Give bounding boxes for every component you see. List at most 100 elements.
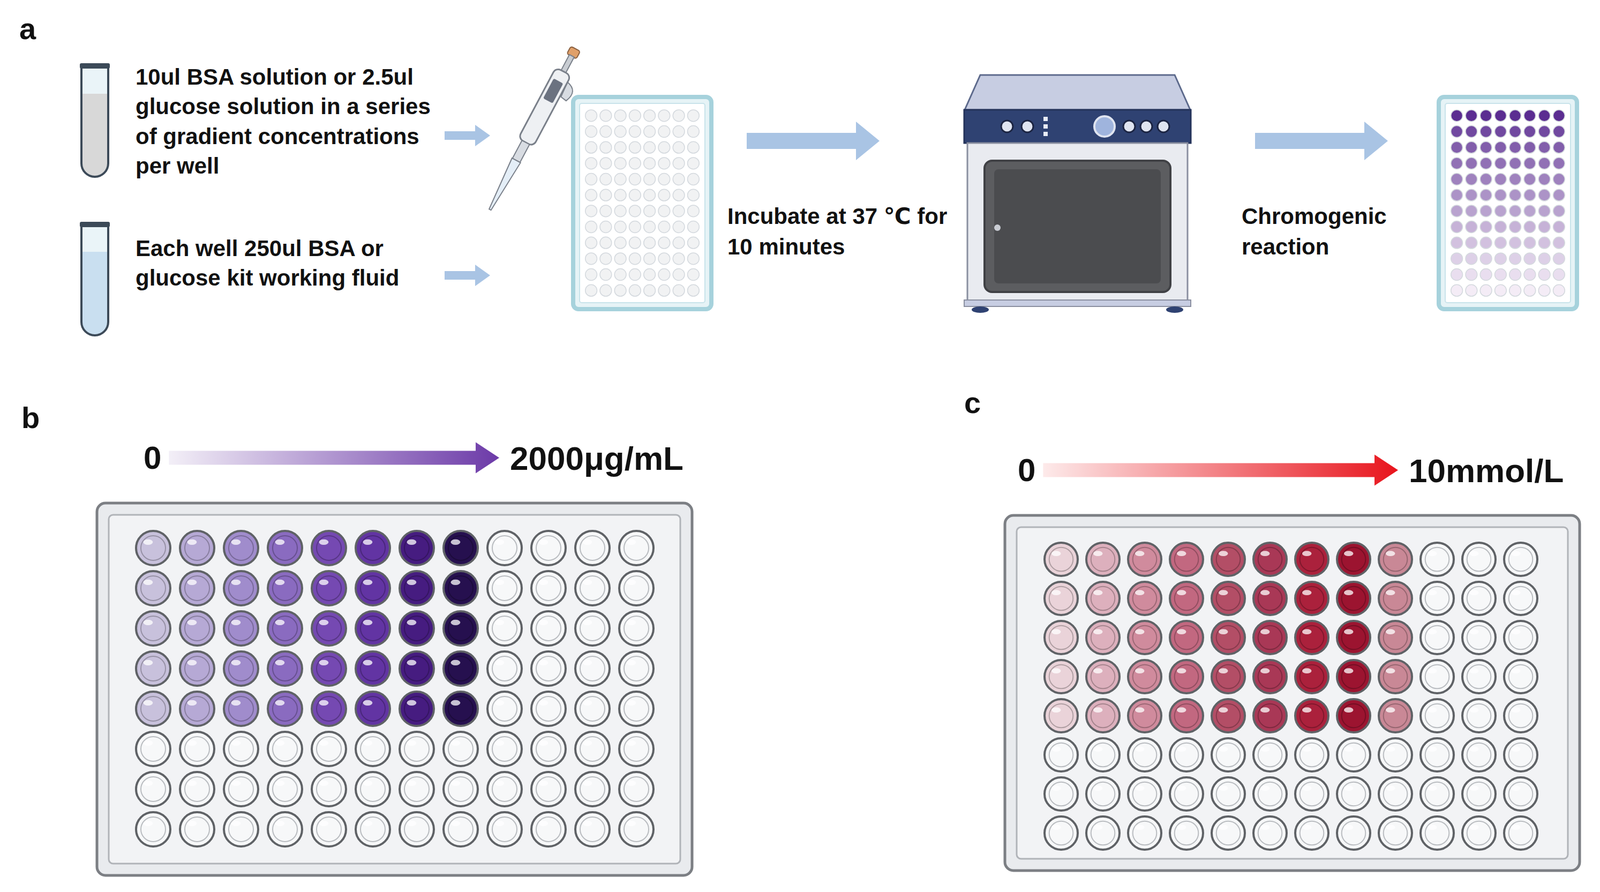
well-glint bbox=[450, 780, 461, 786]
well-glint bbox=[143, 619, 153, 626]
well bbox=[1552, 268, 1565, 281]
well bbox=[311, 530, 347, 566]
well bbox=[1494, 268, 1507, 281]
well bbox=[1451, 205, 1463, 217]
well bbox=[223, 651, 259, 686]
well-glint bbox=[274, 659, 285, 666]
well bbox=[628, 125, 641, 138]
well-glint bbox=[1343, 824, 1354, 830]
plate-top bbox=[1445, 103, 1571, 303]
well bbox=[1128, 738, 1162, 772]
well-glint bbox=[1218, 707, 1228, 713]
well-bottom bbox=[536, 535, 561, 561]
reagent-tube bbox=[79, 221, 110, 336]
well bbox=[672, 173, 685, 186]
well-bottom bbox=[1091, 664, 1116, 689]
plate-top bbox=[1016, 527, 1568, 859]
well bbox=[585, 141, 598, 154]
well-glint bbox=[143, 740, 153, 746]
well-bottom bbox=[1132, 821, 1158, 846]
well bbox=[1494, 157, 1507, 170]
well bbox=[585, 221, 598, 234]
well-bottom bbox=[580, 736, 605, 762]
well-glint bbox=[274, 740, 285, 746]
well-glint bbox=[362, 619, 373, 626]
well-bottom bbox=[492, 575, 517, 601]
well-glint bbox=[1343, 707, 1354, 713]
well bbox=[614, 189, 627, 201]
well-glint bbox=[1343, 667, 1354, 674]
well bbox=[1451, 221, 1463, 234]
well bbox=[399, 571, 434, 606]
well bbox=[355, 651, 390, 686]
well bbox=[1169, 777, 1204, 811]
well bbox=[1509, 109, 1522, 122]
well bbox=[1538, 268, 1551, 281]
well-bottom bbox=[228, 656, 254, 681]
well-bottom bbox=[624, 616, 649, 641]
well bbox=[487, 651, 522, 686]
well bbox=[136, 571, 171, 606]
well bbox=[658, 157, 671, 170]
well-bottom bbox=[272, 616, 298, 641]
well bbox=[1523, 173, 1536, 186]
well bbox=[1465, 236, 1478, 249]
well-glint bbox=[1302, 746, 1312, 752]
colored-plate bbox=[1438, 96, 1577, 310]
well bbox=[1523, 252, 1536, 265]
well-glint bbox=[494, 700, 505, 706]
well-bottom bbox=[1467, 782, 1492, 807]
well-glint bbox=[582, 780, 592, 786]
well bbox=[223, 812, 259, 847]
well bbox=[1169, 620, 1204, 655]
well-glint bbox=[582, 700, 592, 706]
well-bottom bbox=[580, 656, 605, 681]
well-bottom bbox=[360, 696, 386, 721]
well-glint bbox=[362, 659, 373, 666]
well-glint bbox=[1093, 628, 1103, 635]
well-glint bbox=[274, 579, 285, 585]
well bbox=[687, 157, 700, 170]
well-glint bbox=[406, 619, 417, 626]
well bbox=[1295, 738, 1329, 772]
well-glint bbox=[626, 740, 636, 746]
well-bottom bbox=[140, 616, 166, 641]
well-glint bbox=[1176, 667, 1186, 674]
well bbox=[1128, 777, 1162, 811]
well-glint bbox=[582, 539, 592, 545]
well-glint bbox=[1385, 628, 1395, 635]
well-glint bbox=[538, 740, 548, 746]
well bbox=[1538, 125, 1551, 138]
well-glint bbox=[1093, 746, 1103, 752]
well bbox=[1044, 542, 1078, 576]
well-glint bbox=[1218, 824, 1228, 830]
well bbox=[575, 691, 610, 726]
well bbox=[311, 771, 347, 807]
well-bottom bbox=[1508, 664, 1534, 689]
well-glint bbox=[1176, 824, 1186, 830]
well-bottom bbox=[1174, 703, 1199, 728]
well bbox=[1451, 141, 1463, 154]
well-glint bbox=[230, 579, 241, 585]
well bbox=[1451, 109, 1463, 122]
well-bottom bbox=[1049, 625, 1074, 650]
well-glint bbox=[1135, 628, 1145, 635]
well bbox=[1538, 205, 1551, 217]
well bbox=[311, 812, 347, 847]
well bbox=[1211, 581, 1245, 615]
well bbox=[619, 691, 654, 726]
well bbox=[1044, 581, 1078, 615]
well-bottom bbox=[1425, 547, 1450, 572]
well-bottom bbox=[1216, 547, 1241, 572]
well bbox=[1538, 252, 1551, 265]
well bbox=[399, 530, 434, 566]
well bbox=[619, 731, 654, 766]
well-bottom bbox=[1132, 547, 1158, 572]
well-bottom bbox=[1467, 742, 1492, 768]
well-glint bbox=[143, 820, 153, 826]
empty-plate bbox=[573, 96, 712, 310]
well bbox=[643, 189, 656, 201]
well-glint bbox=[143, 539, 153, 545]
well bbox=[136, 530, 171, 566]
well bbox=[643, 236, 656, 249]
